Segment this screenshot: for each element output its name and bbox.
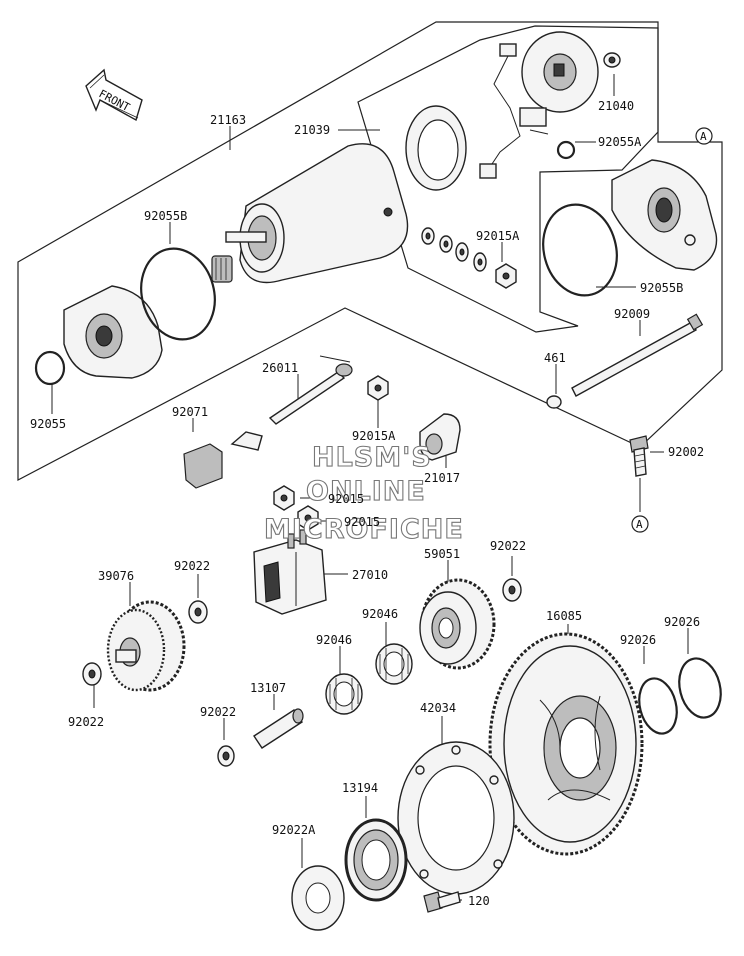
o-ring-92055a [556,140,576,160]
part-label-21017: 21017 [424,471,460,485]
part-label-92015-b: 92015 [344,515,380,529]
watermark: HLSM'S ONLINE MICROFICHE [263,441,464,545]
part-label-92002: 92002 [668,445,704,459]
brush-holder-frame [357,25,659,333]
part-label-92022-c: 92022 [68,715,104,729]
starter-end-cover [611,159,718,271]
part-label-92022-d: 92022 [200,705,236,719]
reduction-gear-39076 [106,600,186,692]
reference-mark-bottom: A [631,515,649,533]
part-label-461: 461 [544,351,566,365]
leader-lines [51,74,689,901]
part-label-92022-b: 92022 [174,559,210,573]
starter-front-cover [63,285,163,379]
part-label-92026-a: 92026 [620,633,656,647]
part-label-92046-b: 92046 [316,633,352,647]
part-number-labels: 21163 21039 21040 92055A 92055B 92015A 9… [30,99,704,908]
part-label-92055b-right: 92055B [640,281,683,295]
spacer-ring-92026-a [638,677,678,735]
terminal-cap [183,443,223,489]
o-ring-92055b-right [542,203,618,297]
terminal-lead-rod [230,355,353,451]
washer-set [421,227,487,272]
part-label-92015a-upper: 92015A [476,229,520,243]
part-label-92055a: 92055A [598,135,642,149]
front-direction-arrow: FRONT [85,68,143,122]
terminal-boot [419,413,461,461]
part-label-21039: 21039 [294,123,330,137]
svg-text:A: A [700,130,707,143]
part-label-92022a: 92022A [272,823,316,837]
starter-clutch-gear [488,632,644,856]
starter-clutch-housing [397,741,515,895]
through-bolt [571,313,704,397]
spacer-ring-92026-b [678,657,722,719]
washer-92022-a [502,578,522,602]
needle-bearing-b [325,673,363,715]
washer-92022-b [188,600,208,624]
idle-gear-shaft [253,708,304,749]
part-label-13194: 13194 [342,781,378,795]
part-label-92055b-left: 92055B [144,209,187,223]
starter-assembly-frame [17,21,723,481]
part-label-92071: 92071 [172,405,208,419]
part-label-21163: 21163 [210,113,246,127]
part-label-92046-a: 92046 [362,607,398,621]
part-label-92055: 92055 [30,417,66,431]
part-label-92026-b: 92026 [664,615,700,629]
part-label-92015-a: 92015 [328,492,364,506]
terminal-nut-upper [495,263,517,289]
part-label-59051: 59051 [424,547,460,561]
relay-nut-a [273,485,295,511]
brush-holder-plate [479,31,599,179]
part-label-13107: 13107 [250,681,286,695]
part-label-21040: 21040 [598,99,634,113]
needle-bearing-a [375,643,413,685]
brush-nut [603,52,621,68]
part-label-92009: 92009 [614,307,650,321]
reference-mark-top: A [695,127,713,145]
svg-text:HLSM'S: HLSM'S [312,442,432,473]
clutch-bolt-120 [423,891,461,913]
part-label-39076: 39076 [98,569,134,583]
one-way-clutch [344,818,408,902]
starter-motor-body [239,143,409,284]
washer-92022-d [217,745,235,767]
idle-gear-59051 [419,578,496,670]
part-label-120: 120 [468,894,490,908]
svg-text:A: A [636,518,643,531]
part-label-26011: 26011 [262,361,298,375]
relay-nut-b [297,505,319,531]
part-label-42034: 42034 [420,701,456,715]
part-label-16085: 16085 [546,609,582,623]
brush-ring [405,105,467,191]
washer-92022-c [82,662,102,686]
part-label-92022-a: 92022 [490,539,526,553]
o-ring-92055b-left [140,247,216,341]
starter-pinion-shaft [211,231,267,283]
o-ring-92055 [34,350,66,386]
mounting-bolt [629,435,649,477]
svg-text:MICROFICHE: MICROFICHE [264,514,464,545]
terminal-nut-lower [367,375,389,401]
svg-text:ONLINE: ONLINE [306,476,426,507]
part-label-27010: 27010 [352,568,388,582]
part-label-92015a-lower: 92015A [352,429,396,443]
washer-461 [546,395,562,409]
starter-relay [253,529,327,615]
